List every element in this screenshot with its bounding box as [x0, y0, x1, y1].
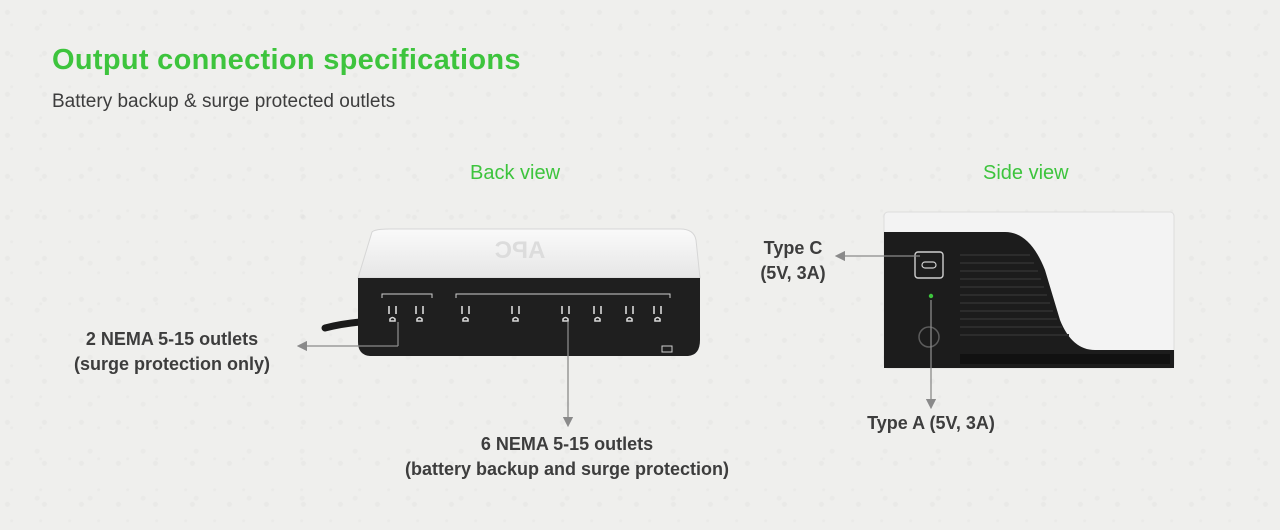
device-side-dark-panel — [884, 232, 1174, 368]
battery-outlets — [461, 306, 662, 322]
callout-type-a: Type A (5V, 3A) — [846, 411, 1016, 436]
outlet — [415, 306, 424, 322]
usb-c-port — [914, 251, 944, 279]
usb-a-port — [918, 326, 940, 348]
status-led — [928, 293, 934, 299]
outlet — [625, 306, 634, 322]
outlet — [511, 306, 520, 322]
device-rear-panel — [358, 278, 700, 356]
callout-surge-outlets-line2: (surge protection only) — [73, 354, 270, 374]
page-subtitle: Battery backup & surge protected outlets — [52, 91, 396, 112]
callout-surge-outlets-line1: 2 NEMA 5-15 outlets — [85, 329, 259, 349]
outlet — [593, 306, 602, 322]
surge-outlets — [388, 306, 424, 322]
callout-battery-outlets: 6 NEMA 5-15 outlets (battery backup and … — [360, 432, 774, 482]
back-view-label: Back view — [470, 162, 561, 184]
device-top-cover — [357, 228, 701, 279]
side-view-device — [883, 211, 1175, 369]
callout-type-c: Type C (5V, 3A) — [748, 236, 838, 286]
page-title: Output connection specifications — [52, 44, 521, 76]
callout-battery-outlets-line2: (battery backup and surge protection) — [404, 459, 730, 479]
outlet — [388, 306, 397, 322]
port-icon — [661, 345, 673, 353]
callout-arrows — [296, 250, 937, 428]
back-view-device: APC — [321, 228, 701, 356]
vent-grille — [960, 254, 1069, 336]
outlet — [653, 306, 662, 322]
callout-type-c-line1: Type C — [763, 238, 823, 258]
callout-type-a-line1: Type A (5V, 3A) — [867, 413, 995, 433]
callout-battery-outlets-line1: 6 NEMA 5-15 outlets — [480, 434, 654, 454]
callout-type-c-line2: (5V, 3A) — [760, 263, 826, 283]
outlet — [461, 306, 470, 322]
side-view-label: Side view — [983, 162, 1069, 184]
outlet — [561, 306, 570, 322]
apc-logo: APC — [495, 237, 546, 264]
callout-surge-outlets: 2 NEMA 5-15 outlets (surge protection on… — [54, 327, 290, 377]
power-cord — [321, 318, 364, 332]
